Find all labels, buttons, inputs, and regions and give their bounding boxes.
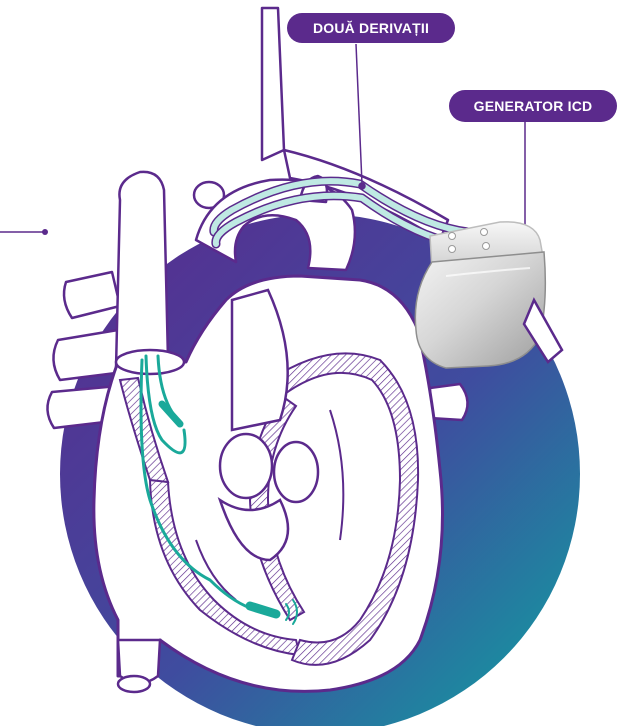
svc-opening xyxy=(116,350,184,374)
leads-label: DOUĂ DERIVAȚII xyxy=(287,13,455,43)
left-pointer xyxy=(0,229,48,235)
icd-generator-icon xyxy=(415,222,562,368)
generator-label: GENERATOR ICD xyxy=(449,90,617,122)
aortic-valve xyxy=(220,434,272,498)
